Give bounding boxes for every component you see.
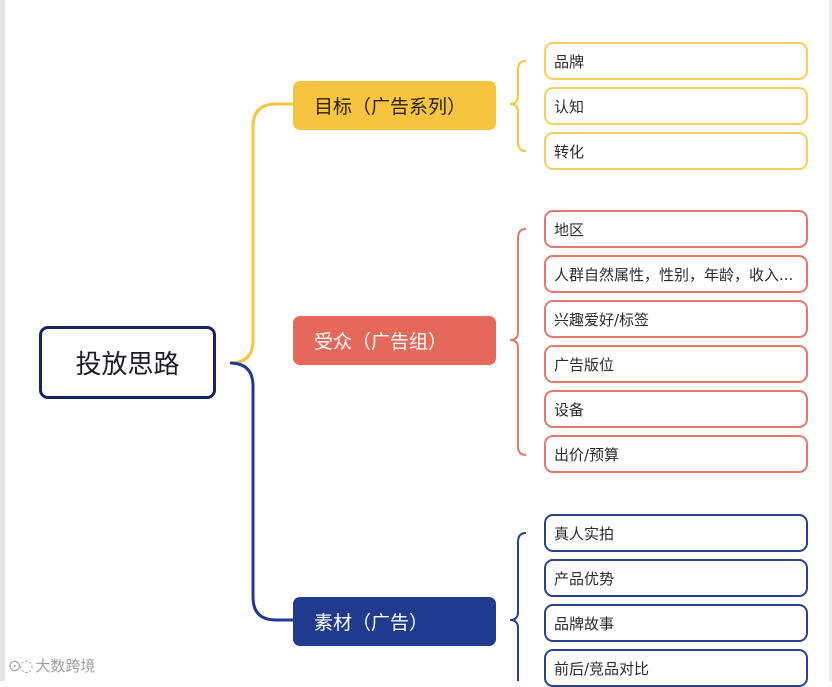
branch-audience: 受众（广告组） xyxy=(293,316,496,365)
window-edge-right xyxy=(829,0,832,681)
watermark: ⊙◌ 大数跨境 xyxy=(8,654,95,676)
brace-creative xyxy=(509,532,527,681)
leaf-target-awareness: 认知 xyxy=(544,87,808,125)
connector-root-target xyxy=(229,102,293,365)
window-edge-left xyxy=(0,0,5,681)
leaf-creative-brand-story: 品牌故事 xyxy=(544,604,808,642)
branch-creative: 素材（广告） xyxy=(293,597,496,646)
branch-target: 目标（广告系列） xyxy=(293,81,496,130)
leaf-audience-device: 设备 xyxy=(544,390,808,428)
leaf-audience-interests: 兴趣爱好/标签 xyxy=(544,300,808,338)
wechat-logo-icon: ⊙◌ xyxy=(8,655,33,675)
leaf-creative-comparison: 前后/竞品对比 xyxy=(544,649,808,687)
leaf-creative-product-advantage: 产品优势 xyxy=(544,559,808,597)
leaf-audience-bid-budget: 出价/预算 xyxy=(544,435,808,473)
leaf-audience-placement: 广告版位 xyxy=(544,345,808,383)
brace-target xyxy=(509,60,527,152)
leaf-audience-region: 地区 xyxy=(544,210,808,248)
leaf-creative-real-shot: 真人实拍 xyxy=(544,514,808,552)
leaf-audience-demographics: 人群自然属性，性别，年龄，收入... xyxy=(544,255,808,293)
connector-root-creative xyxy=(229,361,293,622)
leaf-target-conversion: 转化 xyxy=(544,132,808,170)
leaf-target-brand: 品牌 xyxy=(544,42,808,80)
watermark-text: 大数跨境 xyxy=(35,656,96,675)
root-node: 投放思路 xyxy=(39,326,216,399)
brace-audience xyxy=(509,228,527,456)
